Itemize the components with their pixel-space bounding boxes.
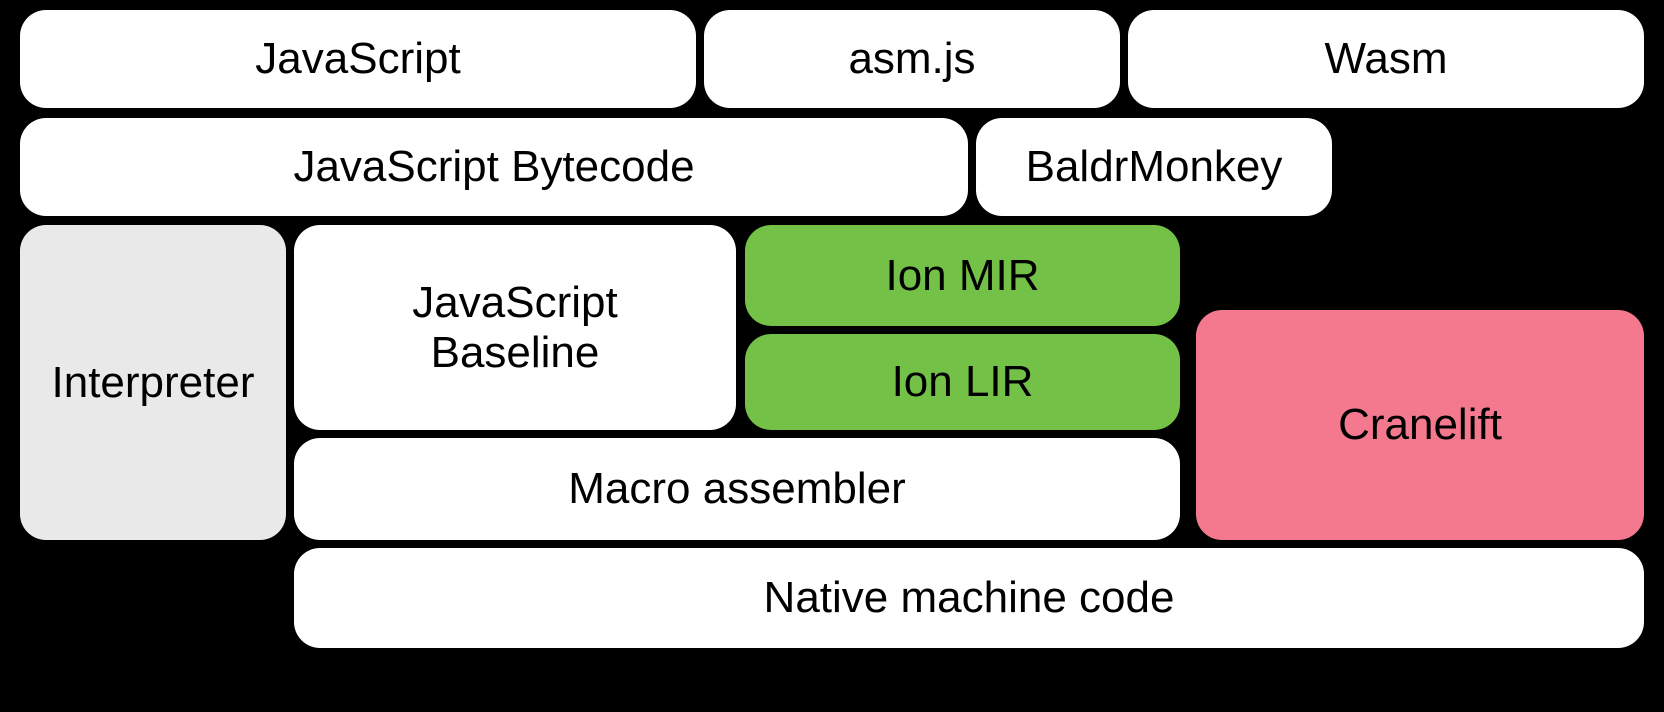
node-wasm-label: Wasm [1324, 34, 1448, 84]
node-macro-assembler-label: Macro assembler [568, 464, 906, 514]
node-ion-mir[interactable]: Ion MIR [745, 225, 1180, 326]
node-cranelift-label: Cranelift [1338, 400, 1502, 450]
node-javascript-baseline[interactable]: JavaScript Baseline [294, 225, 736, 430]
node-cranelift[interactable]: Cranelift [1196, 310, 1644, 540]
node-wasm[interactable]: Wasm [1128, 10, 1644, 108]
node-native-machine-code-label: Native machine code [763, 573, 1175, 623]
node-javascript-bytecode[interactable]: JavaScript Bytecode [20, 118, 968, 216]
node-interpreter[interactable]: Interpreter [20, 225, 286, 540]
node-ion-lir-label: Ion LIR [891, 357, 1034, 407]
node-javascript-bytecode-label: JavaScript Bytecode [293, 142, 695, 192]
node-baldrmonkey-label: BaldrMonkey [1025, 142, 1283, 192]
node-javascript[interactable]: JavaScript [20, 10, 696, 108]
node-baldrmonkey[interactable]: BaldrMonkey [976, 118, 1332, 216]
node-javascript-baseline-label: JavaScript Baseline [412, 278, 618, 377]
node-native-machine-code[interactable]: Native machine code [294, 548, 1644, 648]
node-ion-mir-label: Ion MIR [885, 250, 1040, 300]
node-asmjs-label: asm.js [848, 34, 976, 84]
node-ion-lir[interactable]: Ion LIR [745, 334, 1180, 430]
node-asmjs[interactable]: asm.js [704, 10, 1120, 108]
node-interpreter-label: Interpreter [51, 357, 255, 407]
node-javascript-label: JavaScript [255, 34, 461, 84]
node-macro-assembler[interactable]: Macro assembler [294, 438, 1180, 540]
